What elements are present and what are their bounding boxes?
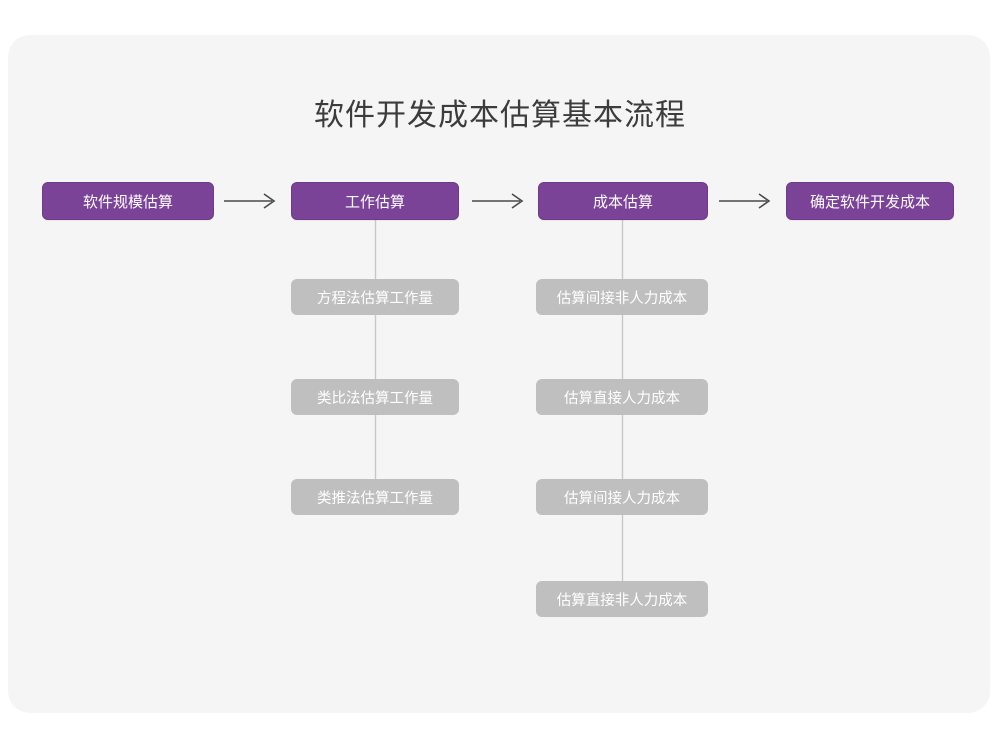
branch-node-analogy-method-effort[interactable]: 类比法估算工作量: [291, 379, 459, 415]
branch-node-equation-method-effort[interactable]: 方程法估算工作量: [291, 279, 459, 315]
branch-node-indirect-non-labor-cost[interactable]: 估算间接非人力成本: [536, 279, 708, 315]
flow-node-software-scale-estimation[interactable]: 软件规模估算: [42, 182, 214, 220]
page-title: 软件开发成本估算基本流程: [314, 99, 686, 132]
flow-arrow-3: [719, 193, 771, 209]
diagram-card: [8, 35, 990, 713]
branch-node-indirect-labor-cost[interactable]: 估算间接人力成本: [536, 479, 708, 515]
flow-node-determine-development-cost[interactable]: 确定软件开发成本: [786, 182, 954, 220]
flow-arrow-1: [224, 193, 276, 209]
branch-node-analogous-inference-effort[interactable]: 类推法估算工作量: [291, 479, 459, 515]
flow-arrow-2: [472, 193, 524, 209]
branch-node-direct-labor-cost[interactable]: 估算直接人力成本: [536, 379, 708, 415]
flow-node-effort-estimation[interactable]: 工作估算: [291, 182, 459, 220]
flow-node-cost-estimation[interactable]: 成本估算: [538, 182, 708, 220]
branch-node-direct-non-labor-cost[interactable]: 估算直接非人力成本: [536, 581, 708, 617]
